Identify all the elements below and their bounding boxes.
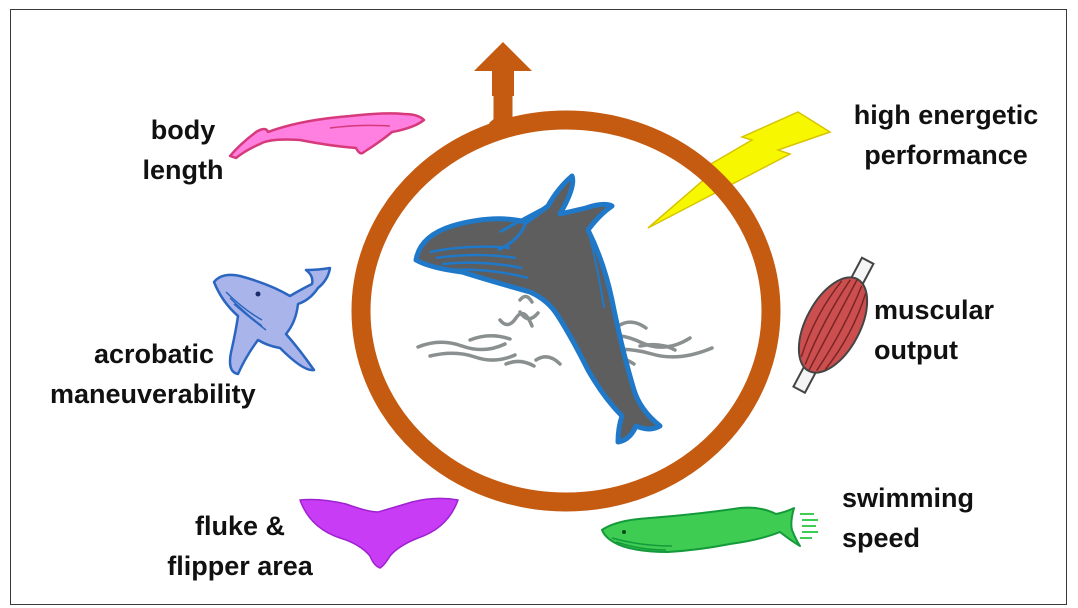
- label-swimming-speed: swimming speed: [842, 478, 1002, 558]
- label-high-energetic-performance: high energetic performance: [836, 95, 1056, 175]
- breaching-whale-icon: [416, 176, 660, 442]
- blue-whale-icon: [230, 113, 424, 158]
- label-body-length: body length: [128, 110, 238, 190]
- label-muscular-output: muscular output: [874, 290, 1024, 370]
- label-fluke-flipper-area: fluke & flipper area: [150, 506, 330, 586]
- label-acrobatic-maneuverability: acrobatic maneuverability: [50, 334, 280, 414]
- swimming-whale-icon: [602, 508, 818, 552]
